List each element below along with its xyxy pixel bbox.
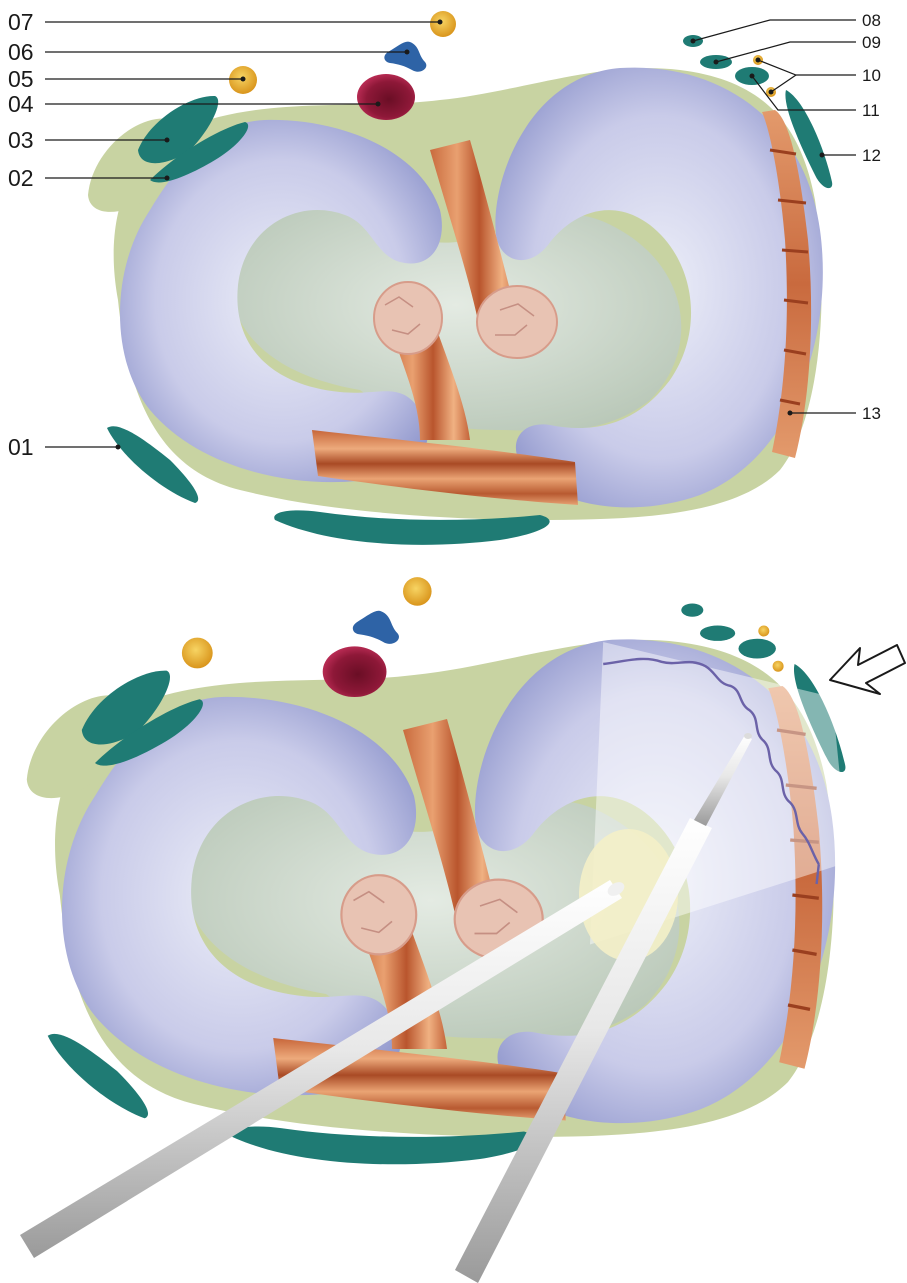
knee-cross-section-normal: [88, 11, 832, 545]
label-13: 13: [862, 404, 881, 423]
label-01: 01: [8, 434, 34, 460]
label-04: 04: [8, 91, 34, 117]
top-panel-anatomy: 01 02 03 04 05 06 07 08 09 10 11 12 13: [8, 9, 881, 545]
label-12: 12: [862, 146, 881, 165]
leader-10b: [771, 75, 796, 92]
label-08: 08: [862, 11, 881, 30]
leader-09: [716, 42, 856, 62]
label-10: 10: [862, 66, 881, 85]
label-09: 09: [862, 33, 881, 52]
bottom-panel-arthroscopy: [20, 577, 905, 1283]
label-02: 02: [8, 165, 34, 191]
label-07: 07: [8, 9, 34, 35]
label-05: 05: [8, 66, 34, 92]
label-06: 06: [8, 39, 34, 65]
label-03: 03: [8, 127, 34, 153]
leader-10a: [758, 60, 856, 75]
leader-08: [693, 20, 856, 41]
outline-arrow-icon: [830, 645, 905, 694]
label-11: 11: [862, 101, 880, 120]
